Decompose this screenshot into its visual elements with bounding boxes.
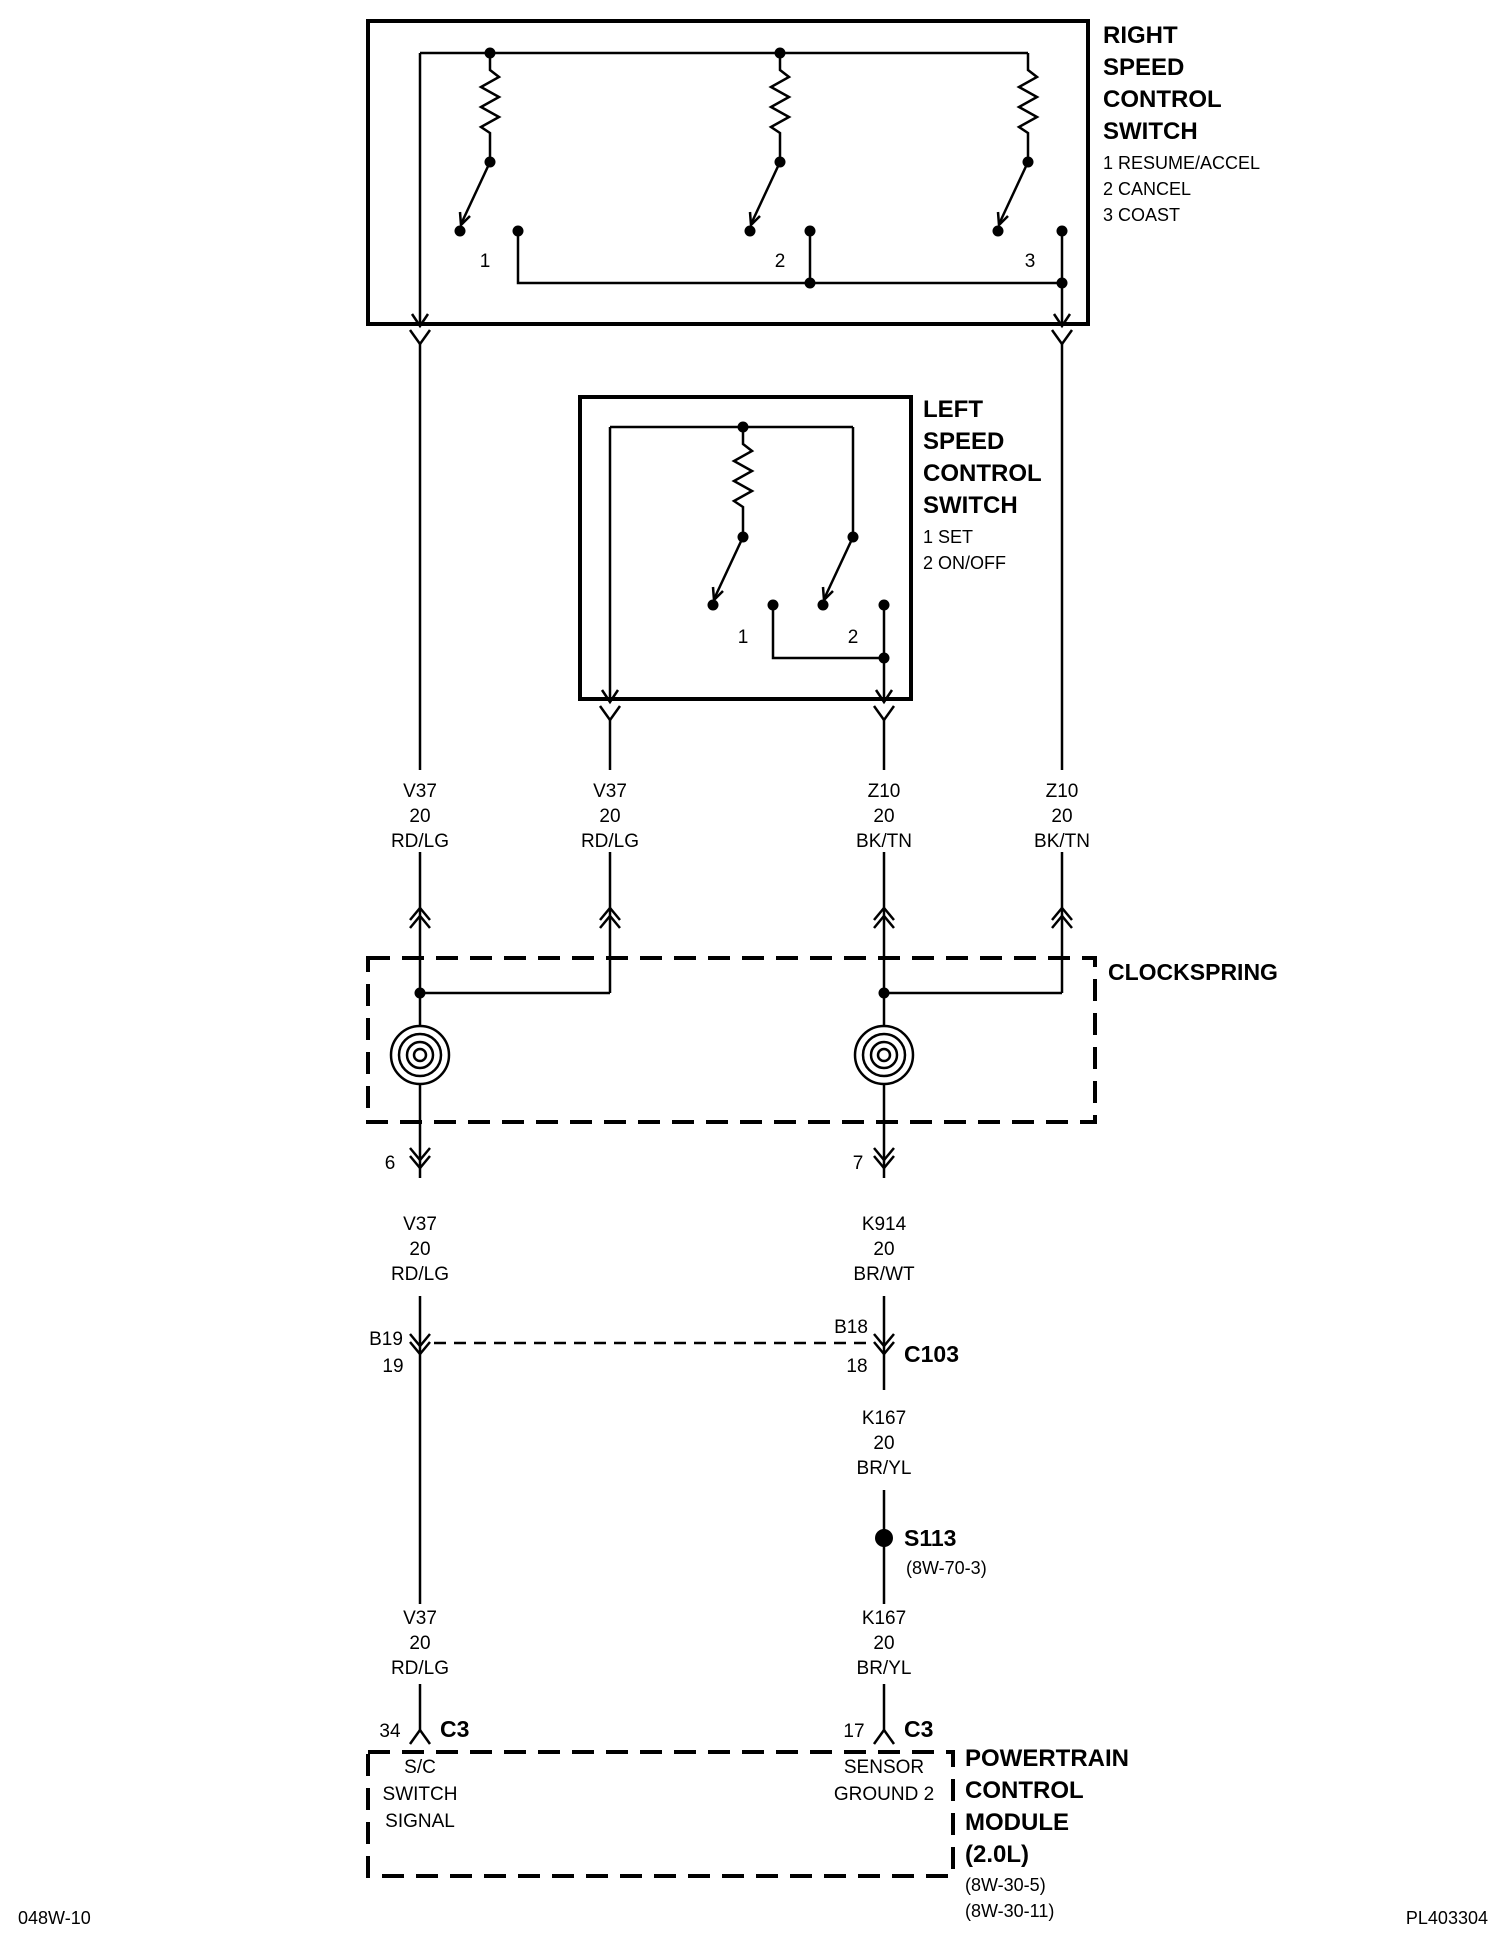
pcm-right-terminal-line1: SENSOR xyxy=(844,1757,924,1778)
right-switch-position-3: 3 COAST xyxy=(1103,205,1180,225)
upper-wire-3-circuit: Z10 xyxy=(868,781,901,802)
footer-right-code: PL403304 xyxy=(1406,1908,1488,1928)
left-switch-terminal-1: 1 xyxy=(738,627,749,648)
clockspring-box xyxy=(366,956,1097,1124)
lower-wire-1-gauge: 20 xyxy=(409,1633,430,1654)
left-switch-title-line3: CONTROL xyxy=(923,460,1042,487)
right-switch-terminal-1: 1 xyxy=(480,251,491,272)
pcm-title-line1: POWERTRAIN xyxy=(965,1745,1129,1772)
pcm-ref-1: (8W-30-5) xyxy=(965,1875,1046,1895)
pcm-title-line2: CONTROL xyxy=(965,1777,1084,1804)
clockspring: CLOCKSPRING xyxy=(366,956,1278,1178)
splice-ref: (8W-70-3) xyxy=(906,1558,987,1578)
mid-wire-1-color: RD/LG xyxy=(391,1264,449,1285)
upper-wire-3-color: BK/TN xyxy=(856,831,912,852)
upper-wire-2-gauge: 20 xyxy=(599,806,620,827)
powertrain-control-module: 34 C3 17 C3 S/C SWITCH SIGNAL SENSOR GRO… xyxy=(366,1716,1129,1921)
right-switch-terminal-3: 3 xyxy=(1025,251,1036,272)
left-switch-position-1: 1 SET xyxy=(923,527,973,547)
c103-cavity-18: 18 xyxy=(846,1356,867,1377)
clockspring-output-connectors: 6 7 xyxy=(385,1147,895,1174)
pcm-pin-17: 17 xyxy=(843,1721,864,1742)
clockspring-pin-7: 7 xyxy=(853,1153,864,1174)
lower-wire-2-circuit: K167 xyxy=(862,1608,906,1629)
upper-wire-2-circuit: V37 xyxy=(593,781,627,802)
mid-wire-2-gauge: 20 xyxy=(873,1239,894,1260)
k167-upper-circuit: K167 xyxy=(862,1408,906,1429)
pcm-pin-34: 34 xyxy=(379,1721,401,1742)
clockspring-label: CLOCKSPRING xyxy=(1108,959,1278,985)
left-switch-connector-right xyxy=(872,705,896,723)
upper-wire-labels: V37 20 RD/LG V37 20 RD/LG Z10 20 BK/TN Z… xyxy=(391,781,1090,852)
mid-wire-2-circuit: K914 xyxy=(862,1214,907,1235)
pcm-connector-c3-right: C3 xyxy=(904,1716,933,1742)
c103-label: C103 xyxy=(904,1341,959,1367)
connector-c103: B19 19 B18 18 C103 xyxy=(369,1317,959,1377)
upper-wire-3-gauge: 20 xyxy=(873,806,894,827)
c103-cavity-19: 19 xyxy=(382,1356,403,1377)
pcm-left-terminal-line2: SWITCH xyxy=(383,1784,458,1805)
upper-wire-4-color: BK/TN xyxy=(1034,831,1090,852)
left-switch-title-line2: SPEED xyxy=(923,428,1004,455)
right-switch-title-line4: SWITCH xyxy=(1103,118,1198,145)
pcm-right-terminal-line2: GROUND 2 xyxy=(834,1784,934,1805)
right-switch-title-line1: RIGHT xyxy=(1103,22,1178,49)
clockspring-pin-6: 6 xyxy=(385,1153,396,1174)
clockspring-input-connectors xyxy=(409,906,1073,929)
pcm-ref-2: (8W-30-11) xyxy=(965,1901,1054,1921)
lower-wire-1-color: RD/LG xyxy=(391,1658,449,1679)
lower-wire-labels: V37 20 RD/LG K167 20 BR/YL xyxy=(385,1604,919,1682)
mid-wire-labels: V37 20 RD/LG K914 20 BR/WT xyxy=(391,1214,915,1285)
right-switch-box xyxy=(366,19,1090,326)
pcm-title-line4: (2.0L) xyxy=(965,1841,1029,1868)
upper-wire-4-circuit: Z10 xyxy=(1046,781,1079,802)
c103-cavity-b19: B19 xyxy=(369,1329,403,1350)
right-switch-connector-right xyxy=(1050,329,1074,347)
right-switch-position-2: 2 CANCEL xyxy=(1103,179,1191,199)
lower-wire-2-gauge: 20 xyxy=(873,1633,894,1654)
splice-dot-icon xyxy=(875,1529,893,1547)
left-switch-connector-left xyxy=(598,705,622,723)
pcm-left-terminal-line3: SIGNAL xyxy=(385,1811,455,1832)
clockspring-coil-left-icon xyxy=(389,1024,451,1086)
upper-wire-2-color: RD/LG xyxy=(581,831,639,852)
right-speed-control-switch: 1 2 3 RIGHT SPEED CONTROL SWITCH 1 RESUM… xyxy=(366,19,1260,329)
pcm-connector-c3-left: C3 xyxy=(440,1716,469,1742)
lower-wire-2-color: BR/YL xyxy=(857,1658,912,1679)
right-switch-position-1: 1 RESUME/ACCEL xyxy=(1103,153,1260,173)
pcm-left-terminal-line1: S/C xyxy=(404,1757,436,1778)
upper-wire-4-gauge: 20 xyxy=(1051,806,1072,827)
mid-wire-1-gauge: 20 xyxy=(409,1239,430,1260)
k167-upper-gauge: 20 xyxy=(873,1433,894,1454)
clockspring-coil-right-icon xyxy=(853,1024,915,1086)
c103-cavity-b18: B18 xyxy=(834,1317,868,1338)
left-switch-box xyxy=(578,395,913,701)
mid-wire-1-circuit: V37 xyxy=(403,1214,437,1235)
upper-wire-1-color: RD/LG xyxy=(391,831,449,852)
lower-wire-1-circuit: V37 xyxy=(403,1608,437,1629)
right-switch-title-line2: SPEED xyxy=(1103,54,1184,81)
splice-label: S113 xyxy=(904,1525,956,1551)
right-switch-terminal-2: 2 xyxy=(775,251,786,272)
upper-wire-1-gauge: 20 xyxy=(409,806,430,827)
pcm-pin-34-terminal xyxy=(408,1727,432,1745)
left-switch-position-2: 2 ON/OFF xyxy=(923,553,1006,573)
left-switch-title-line1: LEFT xyxy=(923,396,983,423)
left-speed-control-switch: 1 2 LEFT SPEED CONTROL SWITCH 1 SET 2 ON… xyxy=(578,395,1042,705)
k167-upper-color: BR/YL xyxy=(857,1458,912,1479)
footer-left-code: 048W-10 xyxy=(18,1908,91,1928)
pcm-title-line3: MODULE xyxy=(965,1809,1069,1836)
pcm-box xyxy=(366,1750,955,1878)
right-switch-connector-left xyxy=(408,329,432,347)
mid-wire-2-color: BR/WT xyxy=(853,1264,915,1285)
left-switch-terminal-2: 2 xyxy=(848,627,859,648)
pcm-pin-17-terminal xyxy=(872,1727,896,1745)
right-switch-title-line3: CONTROL xyxy=(1103,86,1222,113)
upper-wire-1-circuit: V37 xyxy=(403,781,437,802)
splice-s113: S113 (8W-70-3) xyxy=(875,1525,987,1578)
left-switch-title-line4: SWITCH xyxy=(923,492,1018,519)
